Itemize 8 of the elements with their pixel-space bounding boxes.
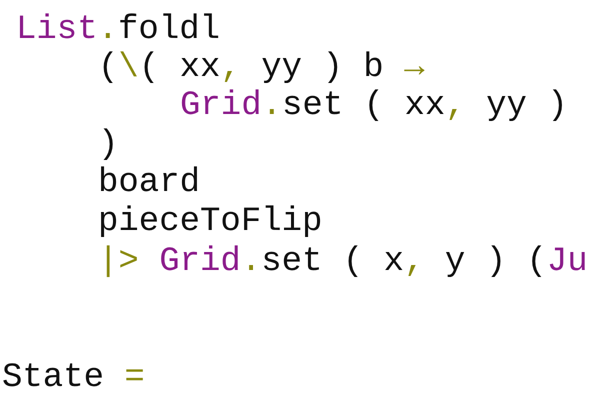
code-line: List.foldl [16,13,220,47]
code-line: (\( xx, yy ) b → [98,51,424,85]
code-line: State = [2,361,145,395]
code-line: |> Grid.set ( x, y ) (Ju [98,245,588,279]
code-line: ) [98,128,118,162]
code-line: pieceToFlip [98,205,322,239]
code-line: board [98,166,200,200]
code-line: Grid.set ( xx, yy ) [180,89,568,123]
